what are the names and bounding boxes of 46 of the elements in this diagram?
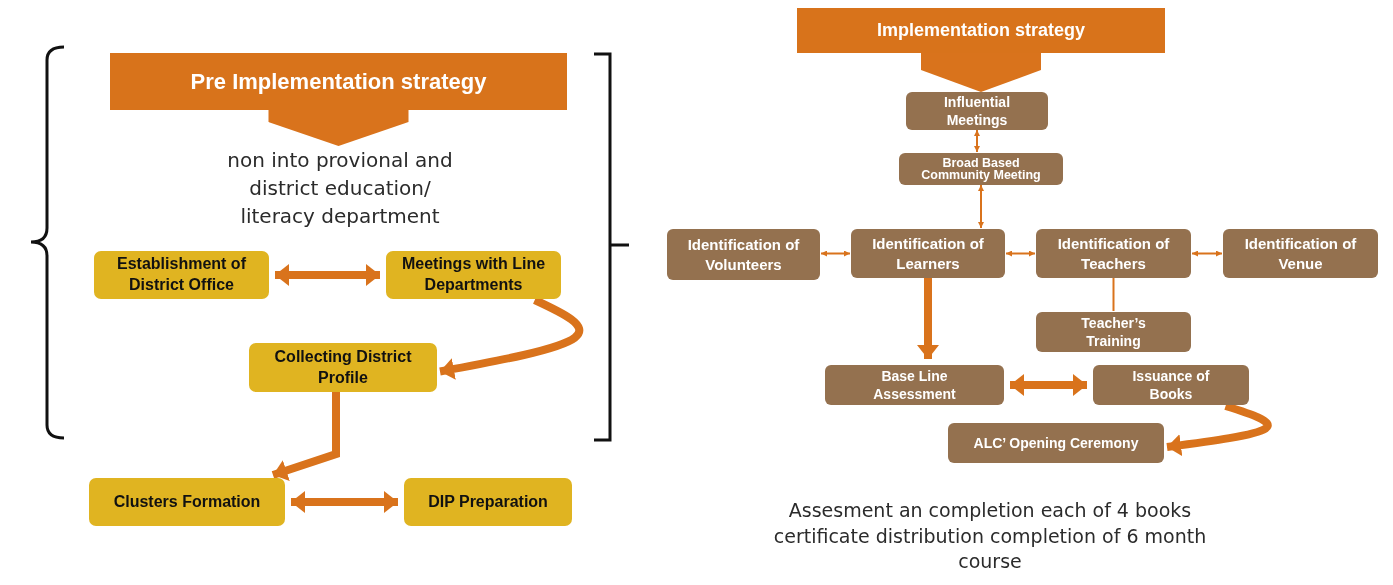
process-box [404,478,572,526]
box-label: DIP Preparation [428,491,548,512]
process-box [667,229,820,280]
banner [797,8,1165,53]
arrow [1005,250,1036,257]
box-label: Clusters Formation [113,491,261,512]
process-box [249,343,437,392]
process-box [906,92,1048,130]
box-label: Broad Based Community Meeting [920,156,1042,182]
process-box [1036,312,1191,352]
banner [110,53,567,110]
box-label: Teacher’s Training [1080,313,1147,351]
arrow [439,296,584,380]
box-label: Identification of Venue [1243,234,1358,273]
process-box [948,423,1164,463]
process-box [1223,229,1378,278]
process-box [1036,229,1191,278]
arrow [1166,402,1272,457]
box-label: Identification of Volunteers [686,235,801,274]
process-box [1093,365,1249,405]
description-text: non into provional and district education/ literacy department [218,146,462,234]
box-label: Establishment of District Office [116,254,247,295]
arrow [974,129,980,153]
process-box [386,251,561,299]
arrow [1191,250,1223,257]
process-box [825,365,1004,405]
box-label: Influential Meetings [942,92,1012,130]
banner-title: Pre Implementation strategy [190,68,487,95]
box-label: Meetings with Line Departments [400,254,547,295]
box-label: Base Line Assessment [872,366,957,404]
arrow [268,110,409,146]
box-label: Collecting District Profile [273,346,413,388]
arrow [820,250,851,257]
box-label: Identification of Learners [871,234,985,273]
connector-line [1112,277,1115,312]
banner-title: Implementation strategy [876,20,1085,41]
note-text: Assesment an completion each of 4 books certificate distribution completion of 6 month course [772,498,1208,575]
arrow [271,392,340,481]
process-box [89,478,285,526]
process-box [851,229,1005,278]
box-label: ALC’ Opening Ceremony [973,433,1139,453]
arrow [978,184,984,229]
process-box [94,251,269,299]
box-label: Issuance of Books [1131,366,1211,404]
process-box [899,153,1063,185]
box-label: Identification of Teachers [1056,234,1171,273]
